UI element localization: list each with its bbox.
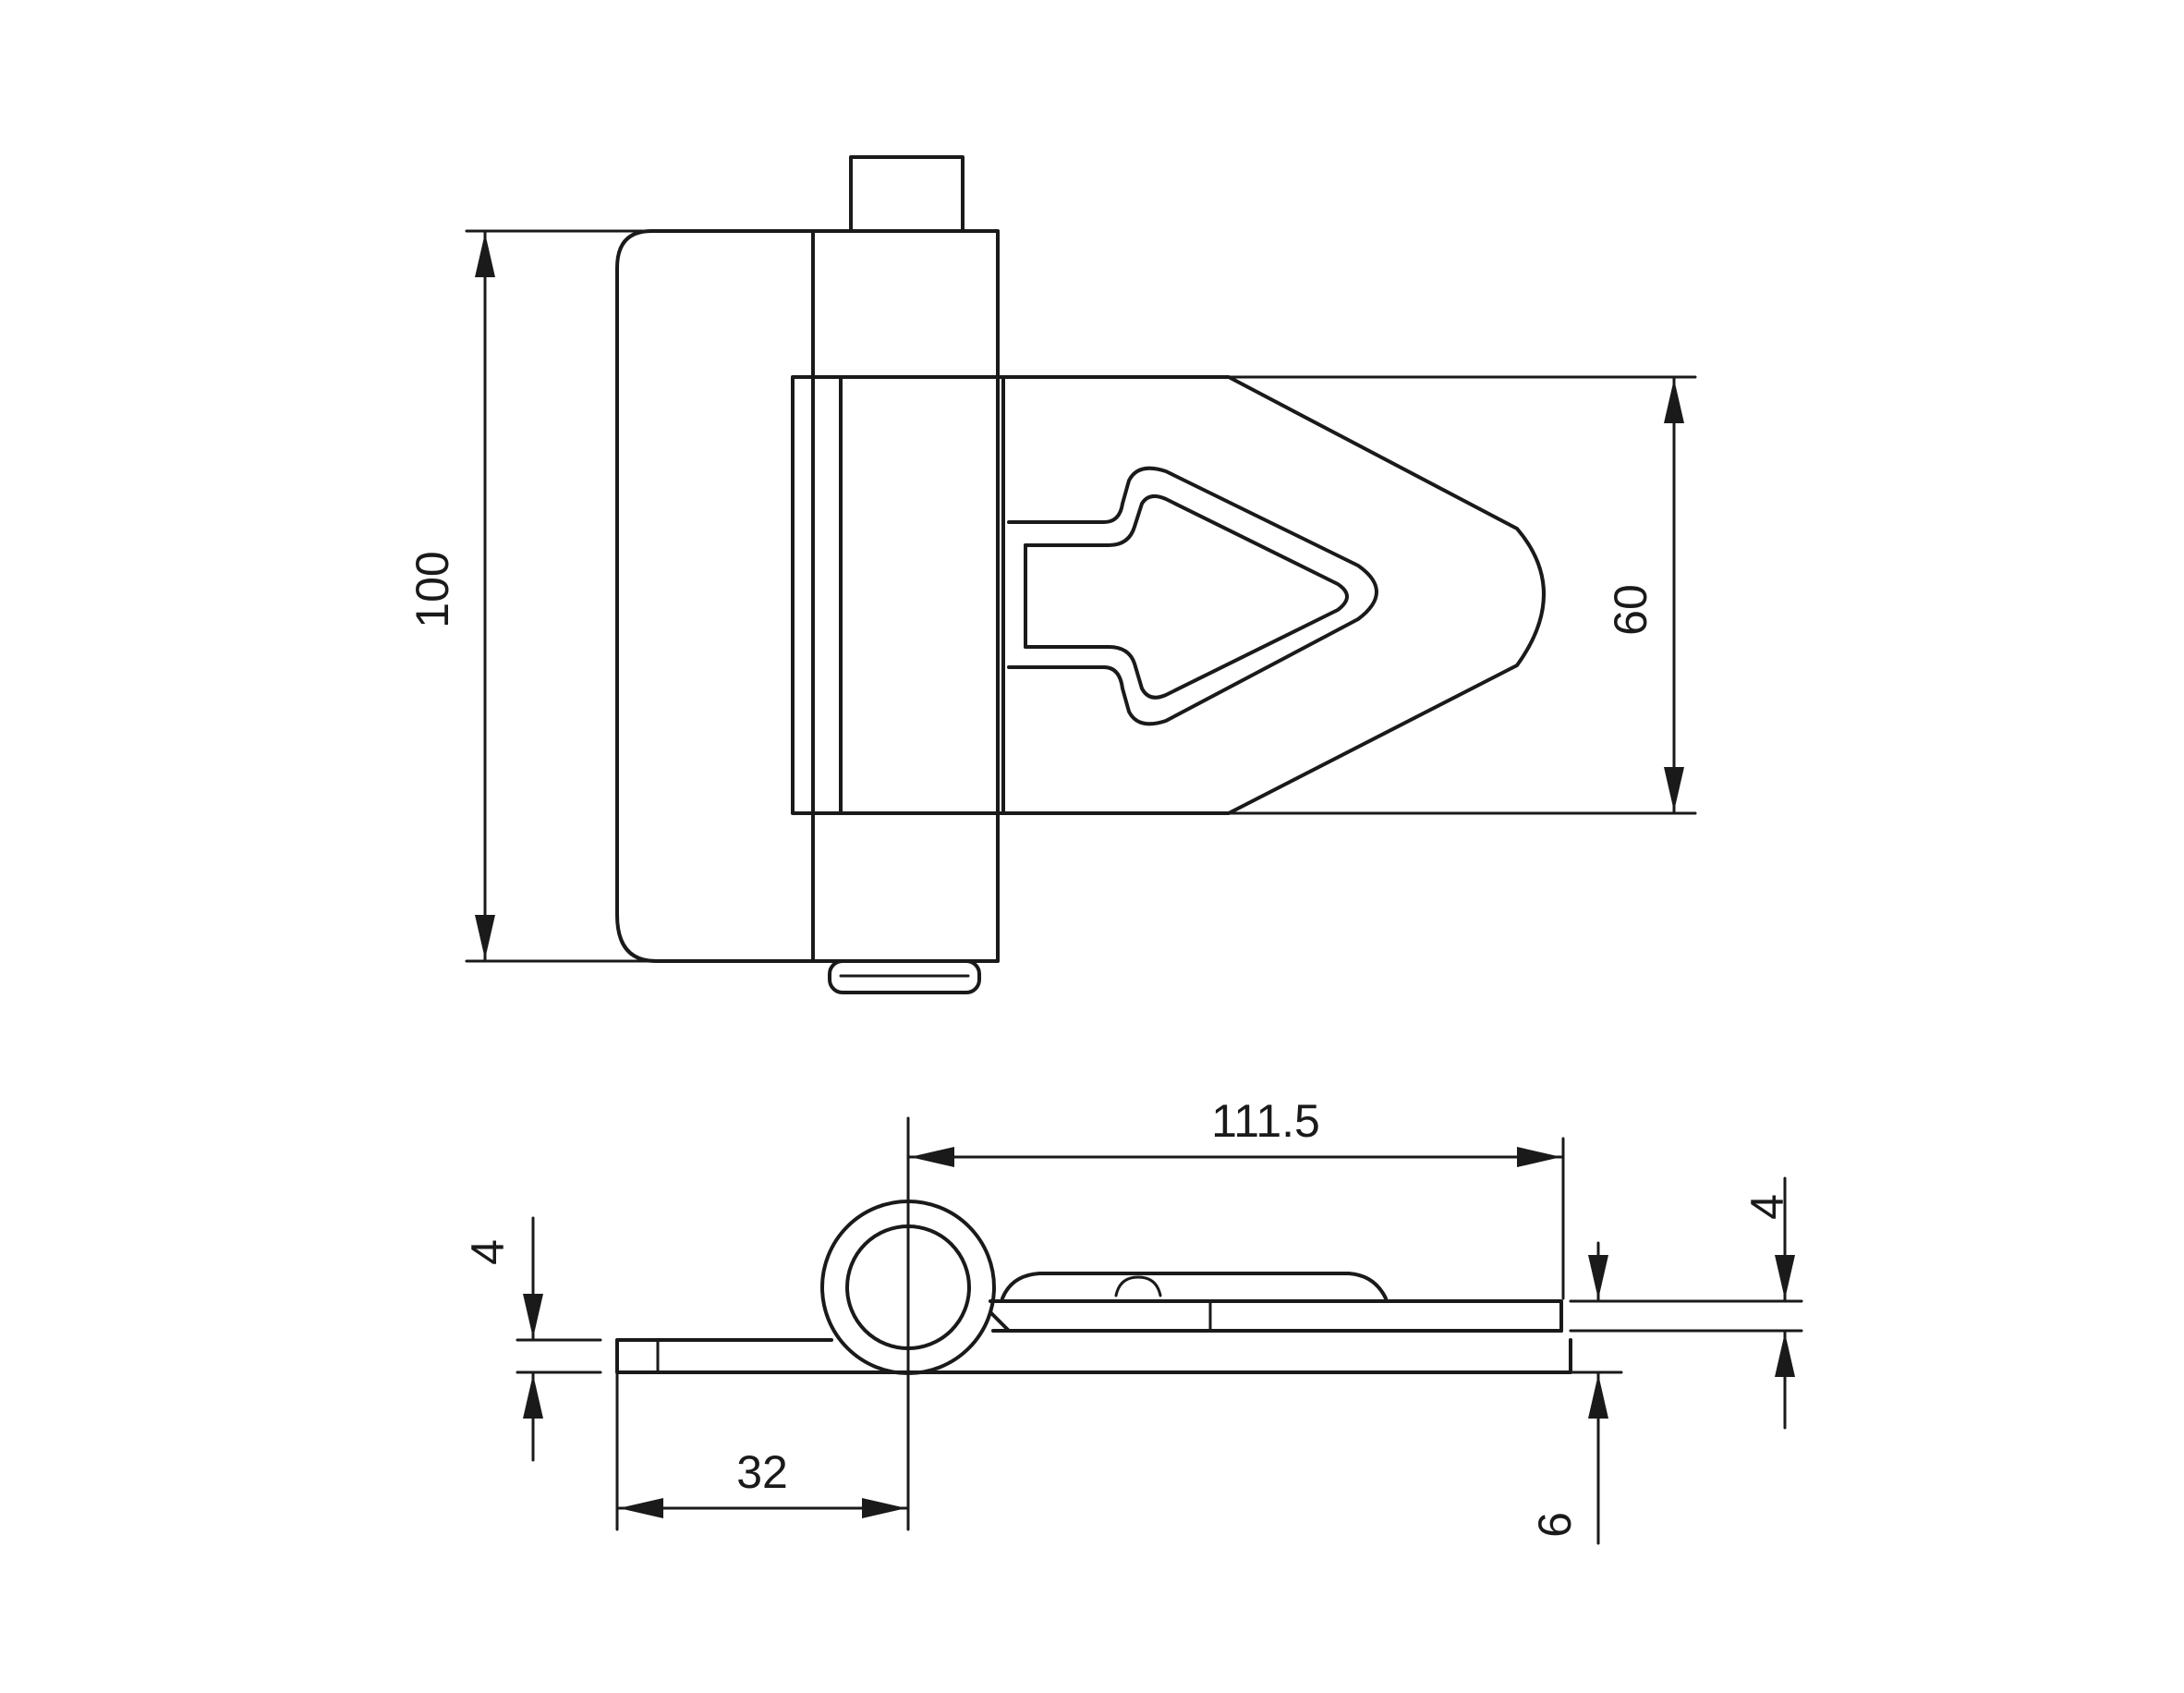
dim-label-4-right: 4 xyxy=(1741,1194,1793,1220)
dim-6-arrow-top xyxy=(1588,1255,1608,1299)
dim-label-60: 60 xyxy=(1605,584,1656,636)
arrow-profile-bump xyxy=(1114,1275,1162,1297)
hinge-pin-bottom xyxy=(828,959,981,994)
left-plate-side xyxy=(615,1338,907,1374)
dim-4l-arrow-bottom xyxy=(523,1374,543,1419)
dim-32-arrow-right xyxy=(862,1498,906,1518)
dim-4r-arrow-bottom xyxy=(1775,1333,1795,1377)
left-leaf xyxy=(615,229,815,963)
dim-label-111: 111.5 xyxy=(1211,1095,1320,1147)
dim-label-4-left: 4 xyxy=(462,1239,514,1265)
dim-60-arrow-top xyxy=(1664,379,1684,423)
dim-60-arrow-bottom xyxy=(1664,767,1684,811)
right-plate-side xyxy=(989,1299,1563,1333)
dim-100-arrow-top xyxy=(475,233,495,277)
side-view: 111.5 32 4 4 6 xyxy=(462,1095,1803,1545)
dim-111-arrow-right xyxy=(1517,1147,1561,1167)
right-plate-lower xyxy=(904,1338,1572,1374)
right-leaf xyxy=(1001,375,1546,815)
dim-111-arrow-left xyxy=(910,1147,954,1167)
arrow-profile xyxy=(1001,1272,1388,1300)
arrow-emboss-outer xyxy=(1007,466,1378,726)
dim-4l-arrow-top xyxy=(523,1294,543,1338)
top-view: 100 60 xyxy=(406,155,1697,994)
hinge-pin-top xyxy=(849,155,965,233)
dim-label-32: 32 xyxy=(736,1446,788,1498)
dim-6-arrow-bottom xyxy=(1588,1374,1608,1419)
dim-label-100: 100 xyxy=(406,551,458,627)
arrow-emboss-inner xyxy=(1024,493,1349,700)
dim-label-6: 6 xyxy=(1529,1512,1581,1538)
right-leaf-clamp xyxy=(791,375,1005,815)
dim-100-arrow-bottom xyxy=(475,915,495,959)
dim-32-arrow-left xyxy=(619,1498,663,1518)
dim-4r-arrow-top xyxy=(1775,1255,1795,1299)
